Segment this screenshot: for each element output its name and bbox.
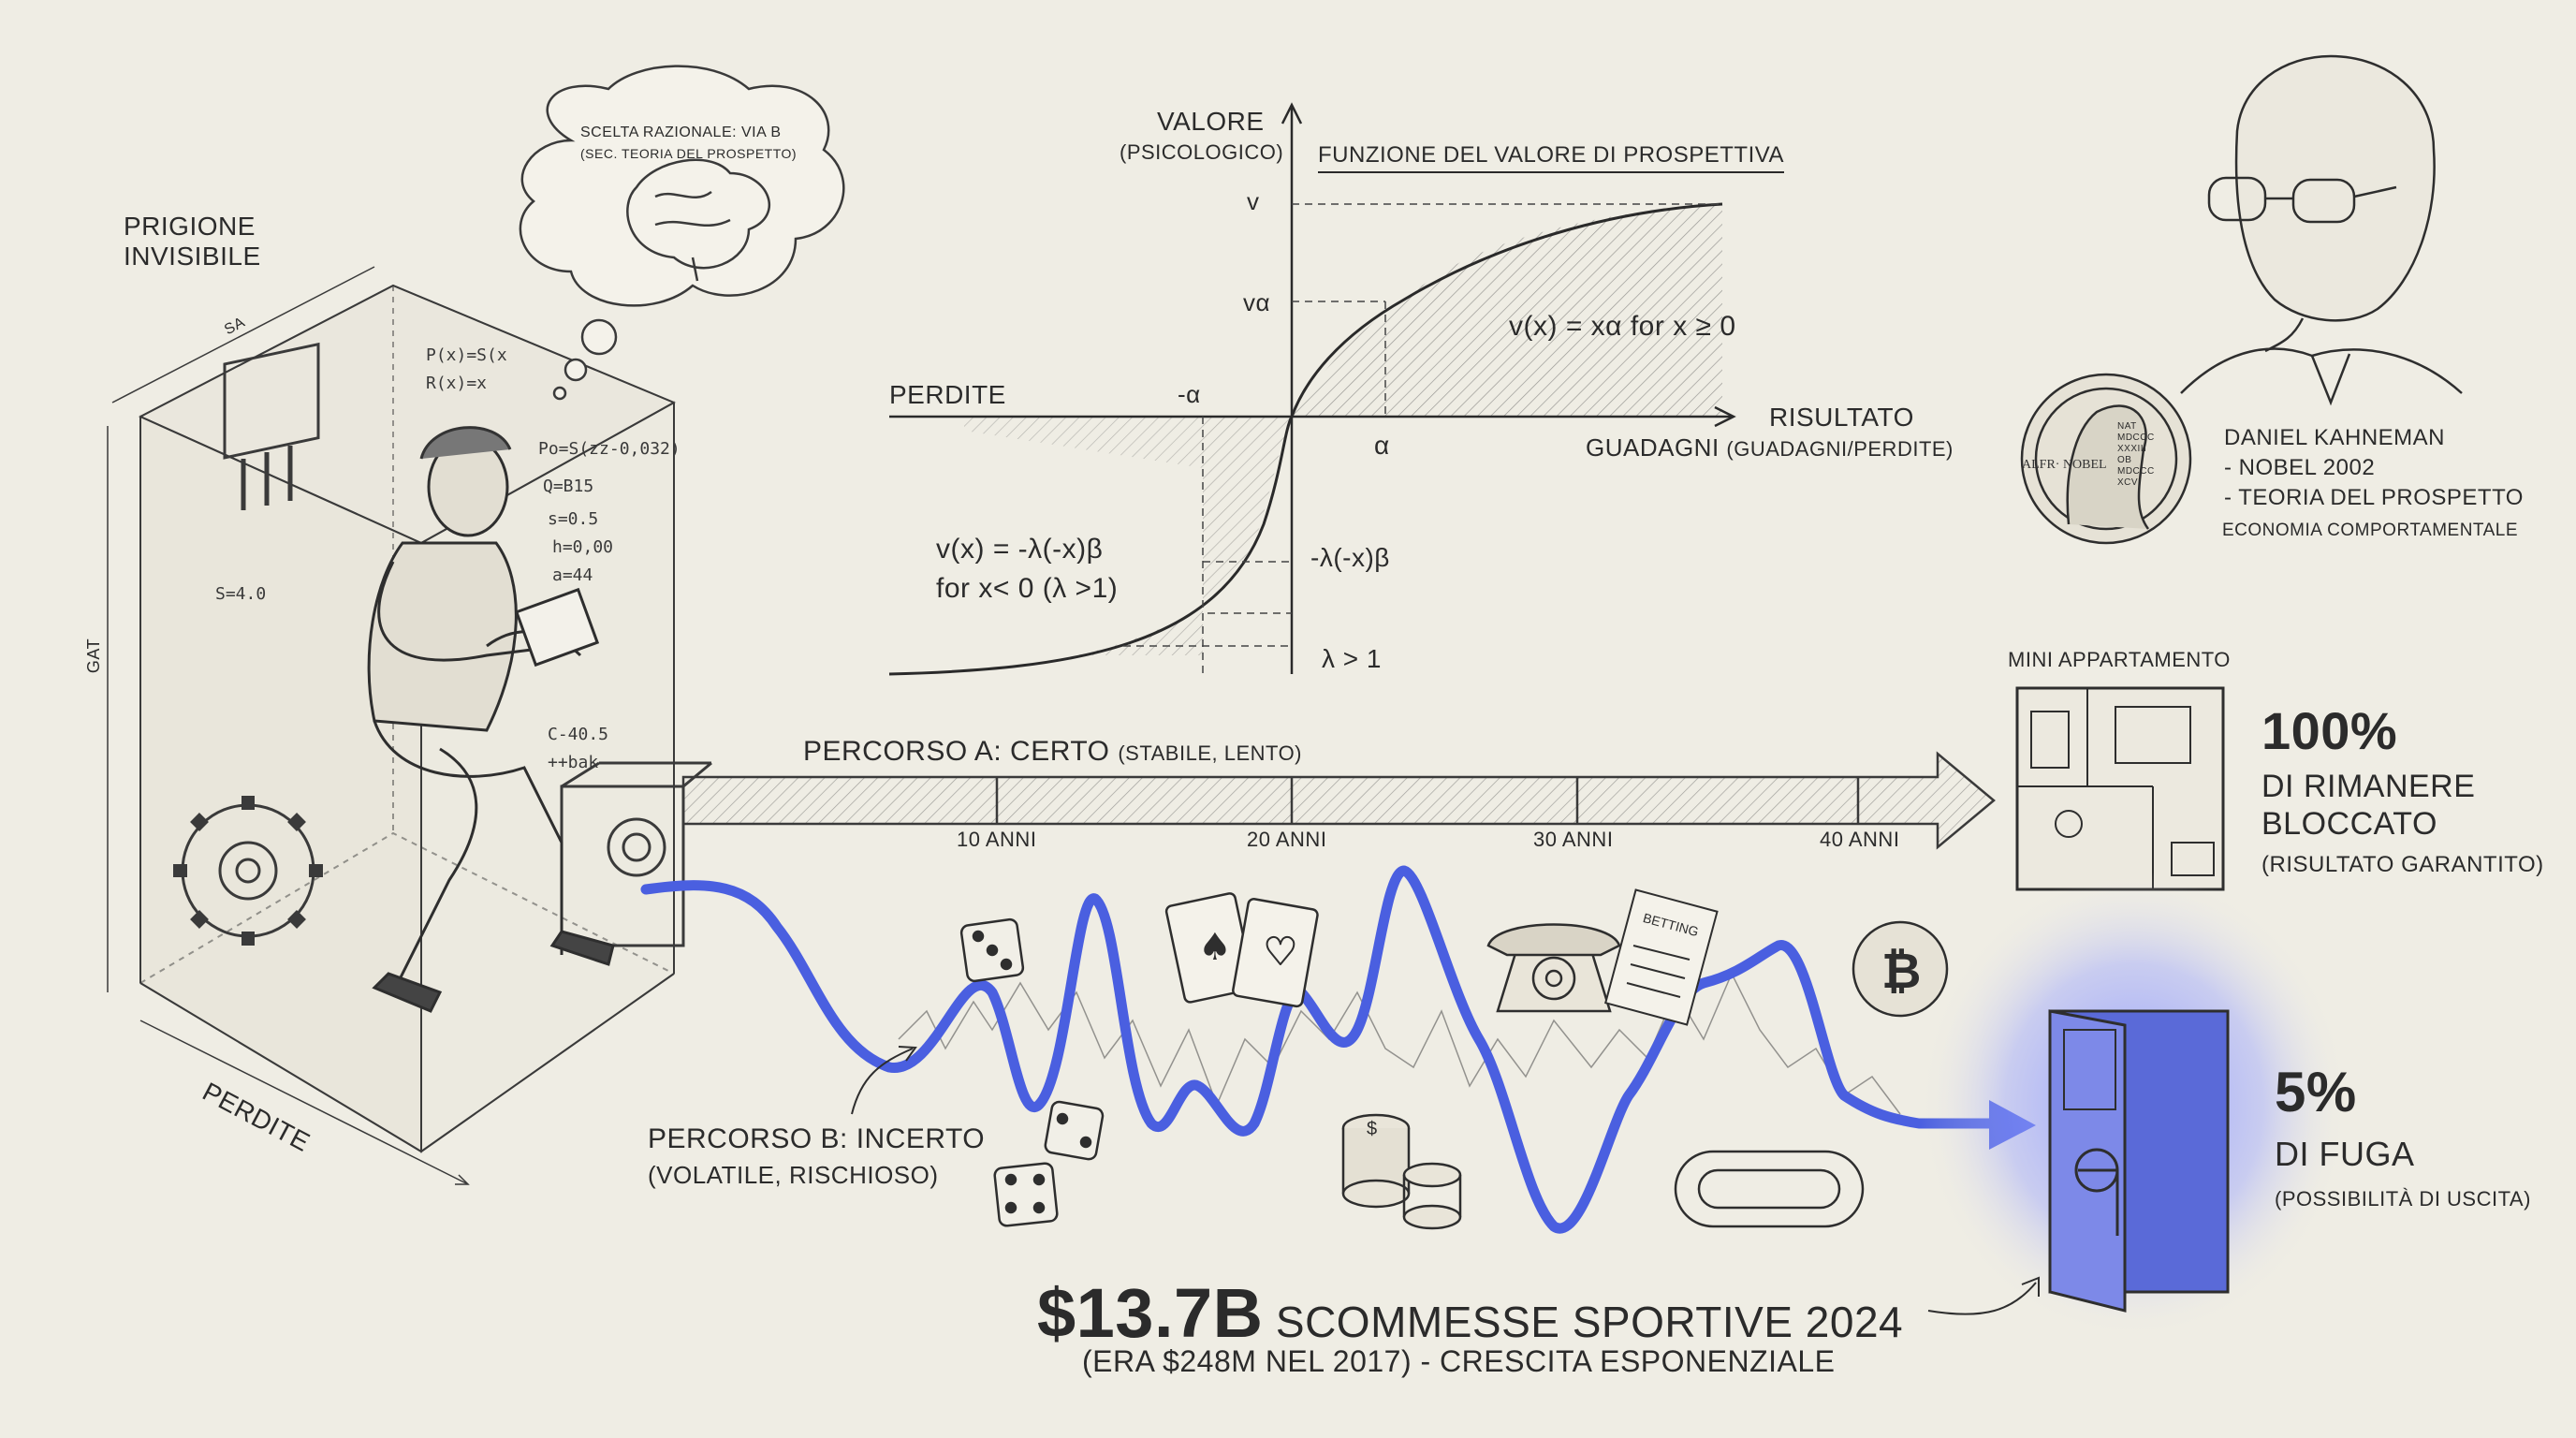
value-function-chart [888, 102, 1736, 676]
kahneman-field: ECONOMIA COMPORTAMENTALE [2222, 521, 2519, 540]
kahneman-portrait [2180, 54, 2463, 406]
gear-icon [173, 796, 323, 946]
path-b-pct: 5% [2275, 1061, 2357, 1123]
svg-text:♠: ♠ [1198, 926, 1232, 969]
thought-line1: SCELTA RAZIONALE: VIA B [580, 125, 782, 140]
telephone-icon [1486, 923, 1621, 1013]
prison-side-mark-left: GAT [84, 638, 104, 674]
x-axis-subtitle-bold: GUADAGNI [1586, 433, 1720, 462]
path-a-arrow [681, 751, 1996, 850]
value-curve [888, 202, 1723, 676]
tick-v: v [1247, 187, 1260, 215]
kahneman-caption: DANIEL KAHNEMAN - NOBEL 2002 - TEORIA DE… [2224, 423, 2524, 513]
stat-label: SCOMMESSE SPORTIVE 2024 [1275, 1298, 1904, 1346]
tick-loss-value: -λ(-x)β [1310, 543, 1390, 572]
svg-text:$: $ [1367, 1119, 1377, 1139]
x-axis-subtitle-rest: (GUADAGNI/PERDITE) [1726, 437, 1954, 461]
loss-formula-1: v(x) = -λ(-x)β [936, 534, 1104, 565]
prison-title-line2: INVISIBILE [124, 242, 261, 271]
path-b-label: PERCORSO B: INCERTO (VOLATILE, RISCHIOSO… [648, 1122, 985, 1193]
nobel-medal-icon: ALFR· NOBEL [2020, 373, 2192, 545]
dice-icon [959, 917, 1105, 1227]
svg-text:S=4.0: S=4.0 [215, 584, 266, 604]
stat-note: (ERA $248M NEL 2017) - CRESCITA ESPONENZ… [1082, 1344, 1836, 1378]
path-a-pct-text: DI RIMANERE BLOCCATO [2261, 768, 2475, 843]
svg-text:₿: ₿ [1881, 944, 1921, 1000]
stat-line: $13.7B SCOMMESSE SPORTIVE 2024 [1037, 1273, 1903, 1353]
prison-title: PRIGIONE INVISIBILE [124, 212, 261, 271]
prison-title-line1: PRIGIONE [124, 212, 256, 241]
playing-cards-icon: ♠ ♥ [1164, 892, 1319, 1008]
medal-right-text: NAT MDCCC XXXIII OB MDCCC XCVI [2117, 421, 2155, 488]
svg-text:ALFR· NOBEL: ALFR· NOBEL [2022, 458, 2107, 472]
path-a-pct-line2: BLOCCATO [2261, 806, 2437, 842]
svg-text:Q=B15: Q=B15 [543, 477, 593, 496]
path-a-label-main: PERCORSO A: CERTO [803, 736, 1110, 767]
x-axis-title: RISULTATO [1769, 403, 1914, 432]
kahneman-line2: - NOBEL 2002 [2224, 455, 2376, 480]
path-b-label-line2: (VOLATILE, RISCHIOSO) [648, 1161, 939, 1189]
loss-label: PERDITE [889, 380, 1006, 409]
path-a-tick-20: 20 ANNI [1247, 828, 1327, 851]
svg-text:C-40.5: C-40.5 [548, 725, 608, 744]
tick-lambda: λ > 1 [1322, 644, 1382, 673]
loss-formula-2: for x< 0 (λ >1) [936, 573, 1119, 604]
svg-text:s=0.5: s=0.5 [548, 509, 598, 529]
y-axis-title: VALORE [1157, 107, 1265, 136]
man-figure [367, 426, 615, 1013]
stat-pointer [1927, 1282, 2037, 1315]
mini-apartment-icon [2015, 686, 2225, 891]
svg-text:Po=S(zz-0,032): Po=S(zz-0,032) [538, 439, 681, 459]
path-b-pct-note: (POSSIBILITÀ DI USCITA) [2275, 1187, 2531, 1211]
tick-neg-alpha: -α [1178, 380, 1201, 408]
path-a-label-sub: (STABILE, LENTO) [1118, 741, 1303, 765]
svg-text:++bak: ++bak [548, 753, 598, 772]
path-a-label: PERCORSO A: CERTO (STABILE, LENTO) [803, 736, 1302, 768]
thought-line2: (SEC. TEORIA DEL PROSPETTO) [580, 146, 798, 161]
svg-text:a=44: a=44 [552, 565, 593, 585]
gain-area [1292, 204, 1722, 417]
bitcoin-icon: ₿ [1852, 920, 1949, 1018]
stat-amount: $13.7B [1037, 1274, 1264, 1352]
racetrack-icon [1674, 1150, 1865, 1228]
path-a-tick-10: 10 ANNI [957, 828, 1037, 851]
prison-formulas: P(x)=S(x R(x)=x Po=S(zz-0,032) Q=B15 s=0… [215, 345, 681, 772]
tick-alpha: α [1374, 431, 1390, 460]
gain-formula: v(x) = xα for x ≥ 0 [1509, 311, 1736, 342]
escape-door-icon [2048, 1009, 2230, 1313]
svg-text:P(x)=S(x: P(x)=S(x [426, 345, 507, 365]
x-axis-subtitle: GUADAGNI (GUADAGNI/PERDITE) [1586, 433, 1954, 462]
path-b-label-line1: PERCORSO B: INCERTO [648, 1123, 986, 1154]
apartment-title: MINI APPARTAMENTO [2008, 648, 2231, 671]
path-b-pct-line1: DI FUGA [2275, 1135, 2415, 1173]
svg-text:R(x)=x: R(x)=x [426, 374, 487, 393]
loss-area [1076, 417, 1292, 655]
chart-title: FUNZIONE DEL VALORE DI PROSPETTIVA [1318, 142, 1784, 173]
path-a-tick-40: 40 ANNI [1820, 828, 1900, 851]
path-a-pct: 100% [2261, 701, 2398, 760]
svg-text:h=0,00: h=0,00 [552, 537, 613, 557]
kahneman-line3: - TEORIA DEL PROSPETTO [2224, 485, 2524, 510]
tick-valpha: vα [1243, 288, 1271, 316]
path-b-pointer [851, 1048, 914, 1115]
kahneman-name: DANIEL KAHNEMAN [2224, 425, 2445, 450]
coins-stack-icon: $ [1341, 1113, 1462, 1230]
path-a-pct-note: (RISULTATO GARANTITO) [2261, 852, 2544, 877]
path-a-tick-30: 30 ANNI [1533, 828, 1614, 851]
thought-bubble [519, 65, 845, 401]
betting-slip-icon: BETTING [1604, 888, 1719, 1026]
path-a-pct-line1: DI RIMANERE [2261, 769, 2476, 804]
svg-text:♥: ♥ [1264, 931, 1297, 974]
loss-area-left [964, 417, 1203, 468]
y-axis-subtitle: (PSICOLOGICO) [1120, 140, 1284, 164]
